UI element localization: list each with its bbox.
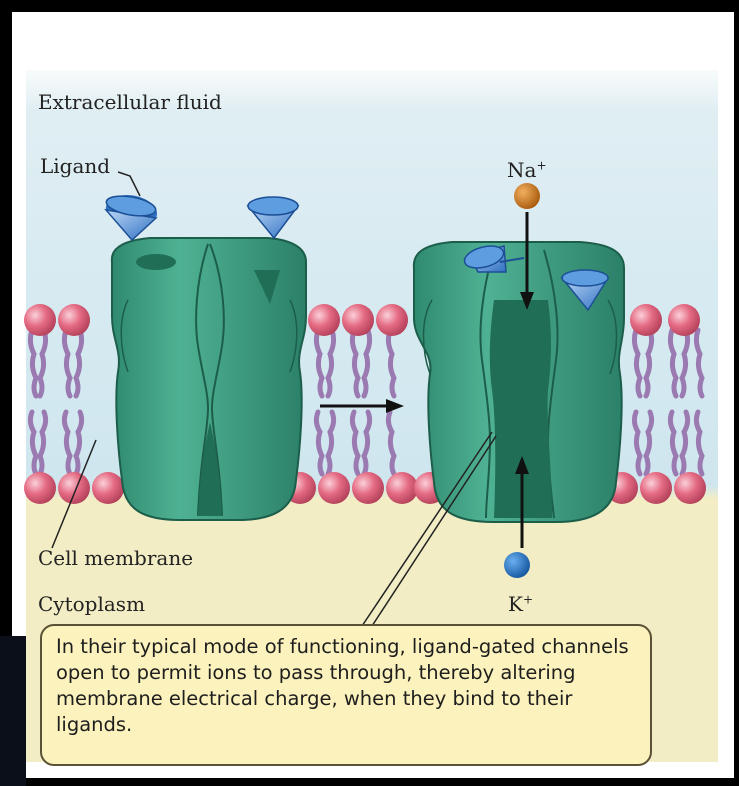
membrane-label: Cell membrane	[38, 546, 193, 570]
ligand-label: Ligand	[40, 154, 110, 178]
potassium-label: K+	[508, 592, 533, 616]
extracellular-label: Extracellular fluid	[38, 90, 222, 114]
caption-callout: In their typical mode of functioning, li…	[40, 624, 652, 766]
closed-channel	[112, 238, 306, 520]
sodium-ion	[514, 183, 540, 209]
dark-corner	[0, 636, 26, 786]
cytoplasm-label: Cytoplasm	[38, 592, 145, 616]
potassium-ion	[504, 552, 530, 578]
sodium-label: Na+	[507, 158, 547, 182]
empty-binding-site-1	[136, 254, 176, 270]
